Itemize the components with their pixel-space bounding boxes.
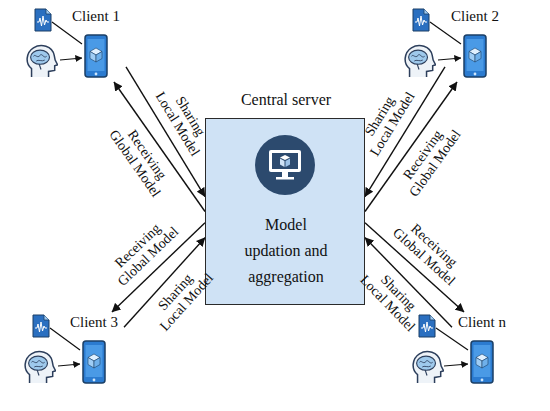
brain-icon: [27, 46, 57, 78]
client-label: Client 3: [54, 314, 134, 331]
phone-icon: [471, 341, 493, 383]
client-node: Client 2: [445, 6, 505, 82]
client-label: Client n: [442, 314, 522, 331]
phone-icon: [83, 341, 105, 383]
edge-label: Receiving Global Model: [387, 211, 471, 291]
phone-icon: [464, 35, 486, 77]
brain-icon: [413, 352, 443, 384]
phone-icon: [85, 35, 107, 77]
audio-file-icon: [413, 9, 429, 31]
input-arrow: [52, 22, 82, 60]
edge-label: Receiving Global Model: [392, 116, 466, 204]
server-heading: Central server: [186, 91, 386, 109]
client-label: Client 1: [56, 8, 136, 25]
brain-icon: [405, 46, 435, 78]
server-monitor-icon: [255, 135, 315, 195]
client-node: Client 1: [66, 6, 126, 82]
audio-file-icon: [419, 315, 435, 337]
audio-file-icon: [33, 315, 49, 337]
edge-label: Sharing Local Model: [355, 260, 430, 336]
input-arrow: [430, 22, 461, 60]
client-node: Client n: [452, 312, 512, 388]
brain-icon: [25, 352, 55, 384]
edge-label: Receiving Global Model: [104, 116, 178, 204]
client-label: Client 2: [435, 8, 515, 25]
audio-file-icon: [35, 9, 51, 31]
edge-label: Receiving Global Model: [102, 211, 185, 292]
input-arrow: [50, 328, 80, 366]
server-body-text: Model updation and aggregation: [236, 212, 336, 290]
server-box: Central serverModel updation and aggrega…: [205, 118, 365, 305]
client-node: Client 3: [64, 312, 124, 388]
input-arrow: [436, 328, 468, 366]
